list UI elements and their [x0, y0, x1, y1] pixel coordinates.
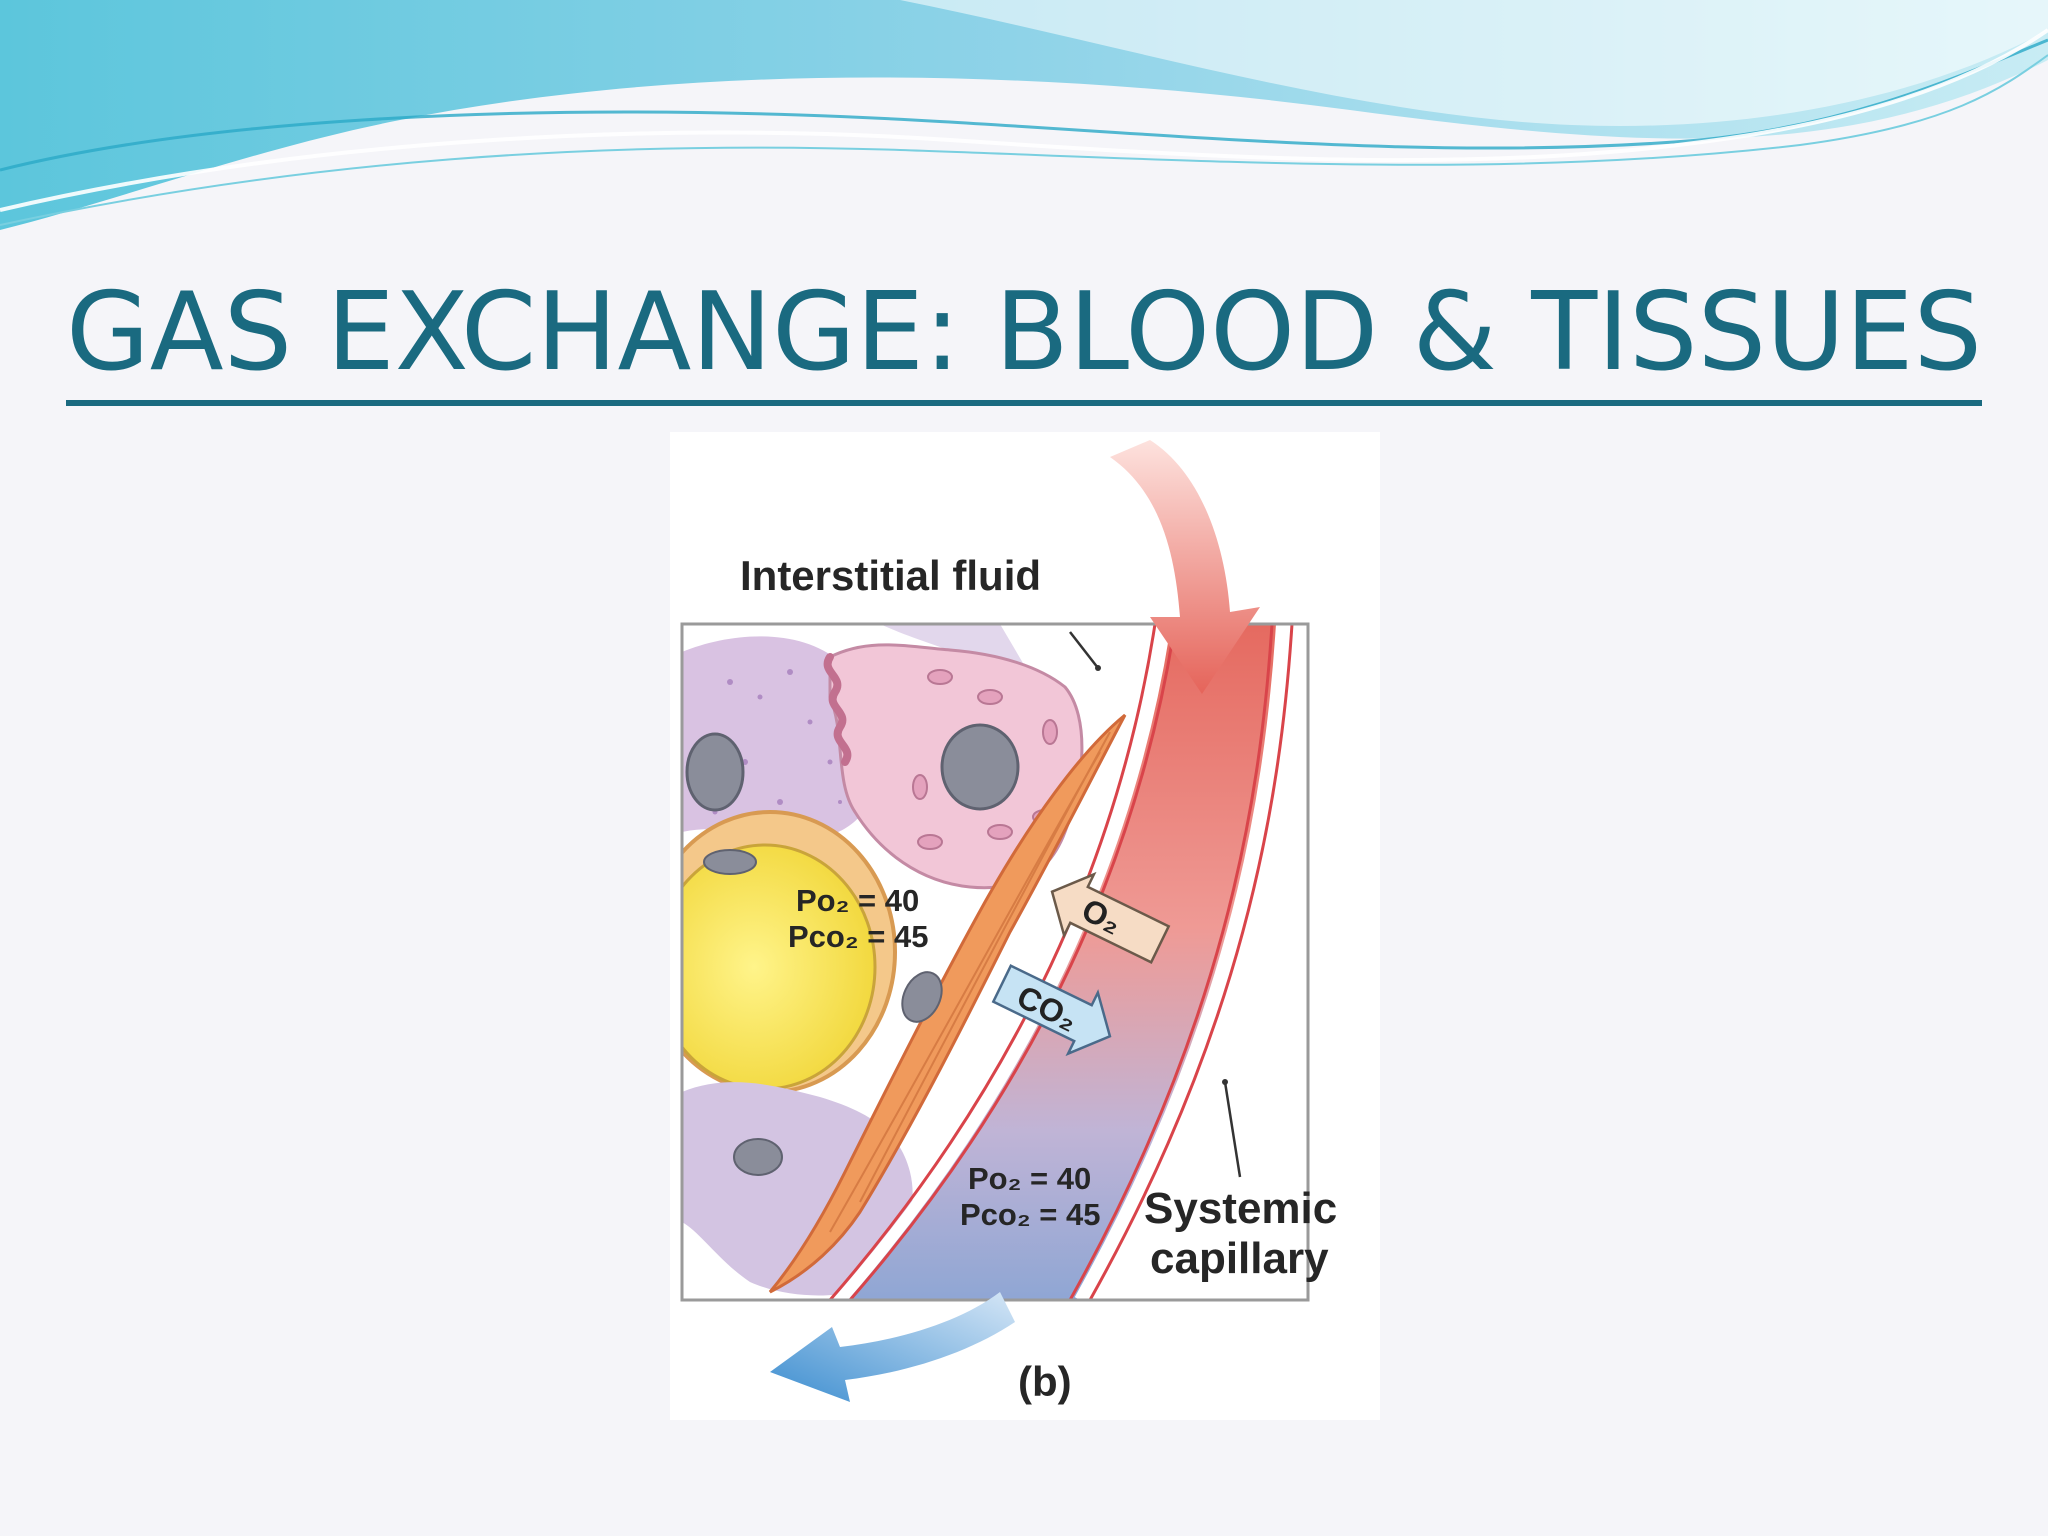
panel-letter: (b)	[1018, 1358, 1072, 1405]
gas-exchange-figure: Interstitial fluid Po₂ = 40 Pco₂ = 45 Po…	[670, 432, 1380, 1420]
slide-title-text: GAS EXCHANGE: BLOOD & TISSUES	[66, 268, 1982, 406]
smooth-muscle-cell	[768, 713, 1127, 1294]
systemic-capillary-label: Systemic capillary	[1144, 1184, 1337, 1284]
fat-cell-droplet	[682, 843, 877, 1091]
blood-outflow-arrow	[770, 1292, 1015, 1402]
capillary-label-line2: capillary	[1150, 1234, 1329, 1283]
interstitial-fluid-label: Interstitial fluid	[740, 552, 1042, 599]
capillary-label-line1: Systemic	[1144, 1184, 1338, 1233]
blood-pco2-label: Pco₂ = 45	[960, 1197, 1101, 1232]
epithelial-cell-nucleus	[940, 723, 1020, 811]
muscle-cell-nucleus	[901, 971, 943, 1023]
blood-po2-label: Po₂ = 40	[968, 1161, 1092, 1196]
figure-illustration	[680, 440, 1310, 1402]
granular-cell-nucleus	[685, 732, 745, 812]
capillary-vessel	[840, 624, 1282, 1300]
tissue-po2-label: Po₂ = 40	[796, 883, 920, 918]
lavender-cell	[682, 1082, 913, 1296]
tissue-pco2-label: Pco₂ = 45	[788, 919, 929, 954]
co2-diffusion-arrow	[991, 964, 1112, 1057]
o2-diffusion-arrow	[1050, 871, 1171, 964]
wave-header-decoration	[0, 0, 2048, 230]
blood-inflow-arrow	[1110, 440, 1260, 694]
slide-title: GAS EXCHANGE: BLOOD & TISSUES	[0, 268, 2048, 406]
